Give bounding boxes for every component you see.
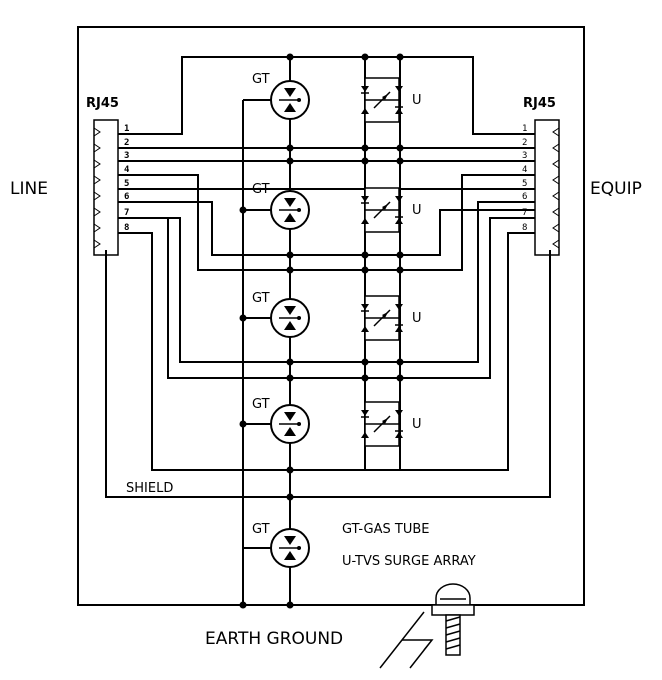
right-pin-5: 5 — [522, 179, 527, 189]
left-pin-5: 5 — [124, 179, 129, 189]
left-pin-2: 2 — [124, 138, 129, 148]
gt-label-1: GT — [252, 72, 270, 87]
left-pin-7: 7 — [124, 208, 129, 218]
legend-gt-label: GT-GAS TUBE — [342, 522, 429, 537]
legend-u-label: U-TVS SURGE ARRAY — [342, 554, 476, 569]
u-label-1: U — [412, 93, 422, 108]
tvs-array-3-icon — [360, 295, 404, 341]
rj45-left-connector — [93, 119, 119, 256]
tvs-array-2-icon — [360, 187, 404, 233]
earth-ground-label: EARTH GROUND — [205, 629, 343, 649]
u-label-3: U — [412, 311, 422, 326]
gt-label-2: GT — [252, 182, 270, 197]
rj45-right-connector — [534, 119, 560, 256]
rj45-right-label: RJ45 — [523, 96, 556, 111]
left-pin-4: 4 — [124, 165, 130, 175]
right-pin-6: 6 — [522, 192, 527, 202]
equip-label: EQUIP — [590, 179, 642, 199]
line-label: LINE — [10, 179, 48, 199]
left-pin-3: 3 — [124, 151, 129, 161]
left-pin-8: 8 — [124, 223, 129, 233]
gas-tube-3-icon — [270, 298, 310, 338]
gt-label-5: GT — [252, 522, 270, 537]
right-pin-8: 8 — [522, 223, 527, 233]
left-pin-6: 6 — [124, 192, 129, 202]
tvs-array-1-icon — [360, 77, 404, 123]
tvs-array-4-icon — [360, 401, 404, 447]
gt-label-3: GT — [252, 291, 270, 306]
right-pin-7: 7 — [522, 208, 527, 218]
right-pin-1: 1 — [522, 124, 527, 134]
u-label-2: U — [412, 203, 422, 218]
u-label-4: U — [412, 417, 422, 432]
shield-label: SHIELD — [126, 481, 173, 496]
gas-tube-4-icon — [270, 404, 310, 444]
right-pin-3: 3 — [522, 151, 527, 161]
left-pin-1: 1 — [124, 124, 129, 134]
gas-tube-2-icon — [270, 190, 310, 230]
right-pin-4: 4 — [522, 165, 527, 175]
gas-tube-1-icon — [270, 80, 310, 120]
rj45-left-label: RJ45 — [86, 96, 119, 111]
gt-label-4: GT — [252, 397, 270, 412]
earth-ground-screw-icon — [379, 583, 475, 669]
gas-tube-5-icon — [270, 528, 310, 568]
signal-wires — [105, 56, 551, 606]
right-pin-2: 2 — [522, 138, 527, 148]
junction-dots — [239, 53, 404, 609]
